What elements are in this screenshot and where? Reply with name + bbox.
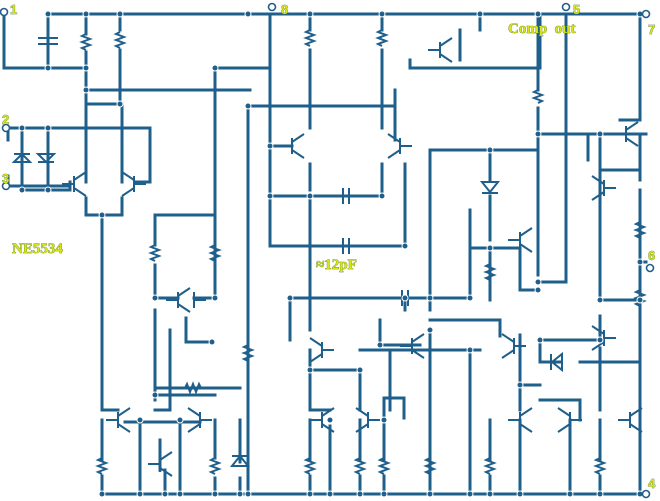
capacitors [38, 37, 409, 306]
transistors [62, 37, 643, 477]
resistor [303, 29, 317, 47]
resistors [79, 29, 647, 475]
transistor [187, 407, 212, 433]
circuit-wires [2, 10, 648, 496]
pin-label-2: 2 [2, 112, 9, 127]
comp-out-label: Comp out [508, 21, 576, 37]
transistor [355, 407, 380, 433]
resistor [95, 457, 109, 475]
transistor [193, 292, 206, 308]
capacitor-value-label: ≈12pF [316, 257, 357, 273]
diodes [11, 152, 563, 467]
pin-5-terminal [561, 2, 571, 12]
pin-4-terminal [641, 489, 651, 499]
pin-label-8: 8 [281, 2, 288, 17]
transistor [591, 175, 616, 201]
transistor [428, 37, 453, 63]
resistor [377, 457, 391, 475]
transistor [557, 407, 582, 433]
diode [11, 152, 33, 163]
resistor [633, 221, 647, 239]
pin-3-terminal [1, 181, 11, 191]
diode [229, 454, 251, 467]
transistor [591, 325, 616, 351]
transistor [508, 227, 533, 253]
resistor [148, 244, 162, 262]
pin-2-terminal [1, 123, 11, 133]
pin-label-6: 6 [648, 248, 655, 263]
resistor [303, 457, 317, 475]
resistor [375, 29, 389, 47]
transistor [280, 133, 305, 159]
resistor [113, 31, 127, 49]
transistor [501, 333, 526, 359]
resistor [208, 457, 222, 475]
resistor [184, 381, 202, 395]
transistor [310, 407, 335, 433]
transistor [148, 451, 173, 477]
pin-label-1: 1 [10, 2, 17, 17]
transistor [166, 287, 191, 313]
transistor [106, 407, 131, 433]
capacitor-12pf [342, 238, 350, 254]
transistor [121, 171, 146, 197]
resistor [483, 457, 497, 475]
transistor [62, 171, 87, 197]
pin-1-terminal [0, 7, 9, 17]
capacitor-comp [38, 37, 58, 45]
pin-6-terminal [645, 263, 655, 273]
resistor [483, 263, 497, 281]
pin-label-4: 4 [648, 476, 656, 491]
resistor [633, 289, 647, 307]
resistor [531, 89, 545, 104]
diode [550, 351, 563, 373]
transistor [614, 121, 639, 147]
transistor [618, 407, 643, 433]
transistor [309, 337, 334, 363]
diode [479, 181, 501, 194]
pin-label-5: 5 [573, 2, 580, 17]
resistor [353, 457, 367, 475]
resistor [208, 244, 222, 262]
resistor [593, 457, 607, 475]
pin-7-terminal [641, 9, 651, 19]
transistor [387, 133, 412, 159]
transistor [400, 333, 425, 359]
diode [35, 153, 57, 164]
resistor [79, 33, 93, 51]
transistor [508, 407, 533, 433]
resistor [423, 457, 437, 475]
pin-8-terminal [267, 2, 277, 12]
junction-dots [18, 10, 644, 498]
pin-label-7: 7 [648, 22, 655, 37]
capacitor [342, 188, 350, 204]
resistor [241, 344, 255, 362]
pin-label-3: 3 [2, 171, 9, 186]
part-number-label: NE5534 [12, 241, 63, 257]
